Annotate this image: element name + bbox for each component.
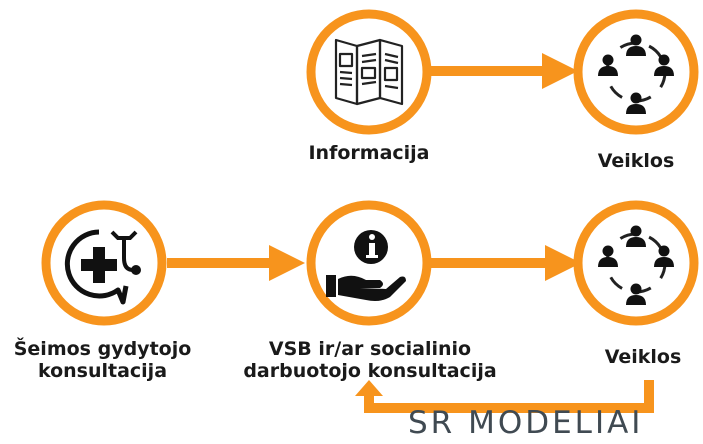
node-vsb — [306, 200, 432, 326]
brochure-icon — [334, 38, 404, 106]
arrow-vsb-to-veiklos — [428, 245, 581, 281]
community-icon — [598, 225, 674, 305]
node-informacija — [306, 9, 432, 135]
node-seimos — [41, 200, 167, 326]
arrow-informacija-to-veiklos — [430, 53, 578, 89]
community-icon — [598, 34, 674, 114]
arrow-veiklos-back-to-vsb — [355, 380, 654, 413]
node-veiklos-bottom — [573, 200, 699, 326]
medical-chat-icon — [64, 229, 141, 305]
label-seimos: Šeimos gydytojo konsultacija — [0, 338, 205, 382]
label-seimos-line-2: konsultacija — [37, 360, 168, 382]
arrow-seimos-to-vsb — [167, 245, 305, 281]
footer-title: SR MODELIAI — [408, 405, 644, 441]
node-veiklos-top — [573, 9, 699, 135]
label-informacija: Informacija — [308, 142, 430, 164]
info-hand-icon — [326, 230, 406, 301]
label-vsb-line-2: darbuotojo konsultacija — [243, 360, 497, 382]
label-vsb: VSB ir/ar socialinio darbuotojo konsulta… — [239, 338, 501, 382]
label-vsb-line-1: VSB ir/ar socialinio — [268, 338, 472, 360]
label-seimos-line-1: Šeimos gydytojo — [13, 338, 192, 360]
connectors — [167, 53, 654, 413]
label-veiklos-top: Veiklos — [597, 150, 675, 172]
label-veiklos-bottom: Veiklos — [604, 346, 682, 368]
